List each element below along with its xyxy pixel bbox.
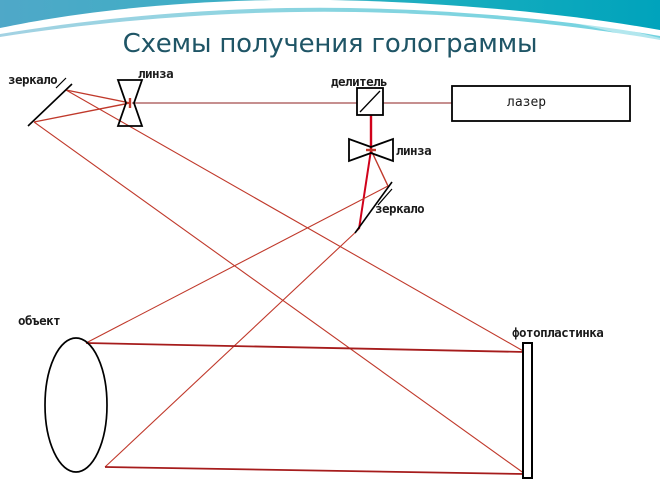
object-shape bbox=[44, 337, 108, 473]
lens-left-body bbox=[116, 79, 144, 127]
mirror-left bbox=[27, 83, 73, 127]
ray-lens-left-to-mirror-upper bbox=[65, 89, 131, 104]
lens-lower bbox=[348, 137, 394, 163]
ray-lens-lower-to-mirror-upper bbox=[370, 149, 389, 187]
mirror-lower bbox=[354, 181, 393, 234]
ray-mirror-left-to-plate-lower bbox=[33, 121, 526, 475]
banner-swoosh-highlight bbox=[300, 0, 660, 46]
laser-box bbox=[451, 85, 631, 122]
beam-splitter-coating bbox=[359, 90, 381, 113]
laser-box-body bbox=[451, 85, 631, 122]
label-leader-lines bbox=[55, 77, 393, 206]
ray-mirror-lower-to-object-upper bbox=[85, 185, 389, 344]
beam-rays bbox=[33, 89, 526, 475]
photo-plate bbox=[522, 342, 533, 479]
beam-splitter bbox=[356, 87, 384, 116]
photo-plate-body bbox=[522, 342, 533, 479]
label-mirror-left: зеркало bbox=[8, 72, 58, 87]
lens-lower-body bbox=[348, 137, 394, 163]
label-laser: лазер bbox=[507, 95, 547, 110]
decorative-wave-banner bbox=[0, 0, 660, 46]
label-lens-left: линза bbox=[138, 66, 174, 81]
ray-mirror-left-to-plate-upper bbox=[65, 89, 526, 353]
page-title: Схемы получения голограммы bbox=[122, 29, 538, 59]
ray-lens-lower-to-mirror-lower bbox=[358, 149, 372, 230]
label-photo-plate: фотопластинка bbox=[512, 325, 604, 340]
label-object: объект bbox=[18, 313, 61, 328]
lens-left bbox=[116, 79, 144, 127]
ray-mirror-lower-to-object-lower bbox=[104, 228, 360, 468]
label-mirror-lower: зеркало bbox=[375, 201, 425, 216]
ray-lens-left-to-mirror-lower bbox=[33, 102, 131, 123]
ray-object-to-plate-lower bbox=[104, 466, 526, 475]
leader-mirror-left bbox=[55, 77, 67, 89]
leader-mirror-lower bbox=[377, 188, 393, 206]
object-ellipse bbox=[44, 337, 108, 473]
mirror-left-surface bbox=[27, 83, 73, 127]
label-beam-splitter: делитель bbox=[331, 74, 388, 89]
label-lens-lower: линза bbox=[396, 143, 432, 158]
mirror-lower-surface bbox=[354, 181, 393, 234]
banner-wave-top bbox=[0, 11, 660, 46]
ray-object-to-plate-upper bbox=[85, 342, 526, 353]
